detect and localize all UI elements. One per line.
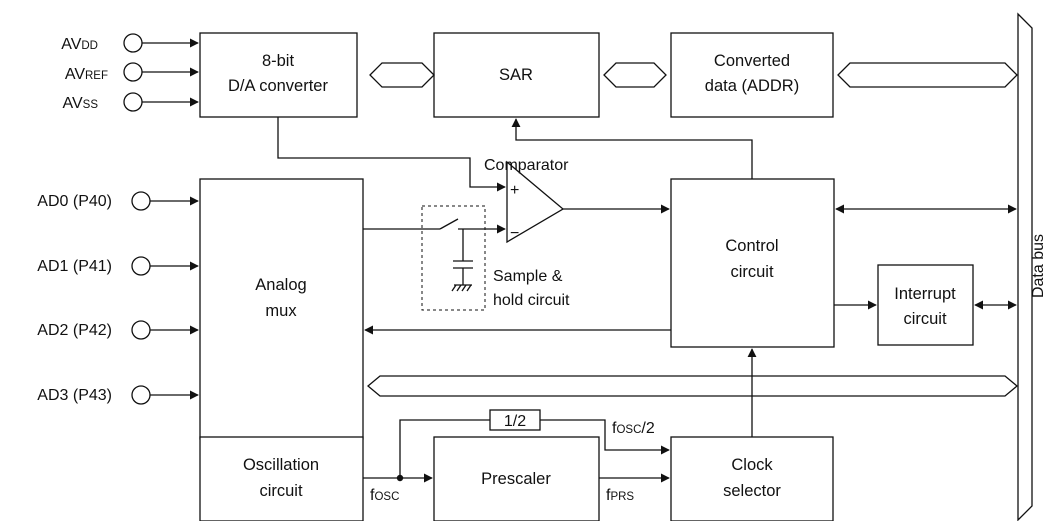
dac-to-comparator-wire (277, 117, 506, 192)
selector-label-line2: selector (723, 482, 781, 500)
addr-label-line2: data (ADDR) (705, 77, 799, 95)
pin-avref-terminal (123, 62, 143, 82)
divider-block: 1/2 (489, 409, 541, 431)
dac-label-line1: 8-bit (262, 52, 295, 70)
pin-ad3-terminal (131, 385, 151, 405)
sample-switch (439, 218, 459, 230)
control-circuit-block: Control circuit (670, 178, 835, 348)
sar-block: SAR (433, 32, 600, 118)
control-label-line1: Control (725, 237, 778, 255)
pin-ad3: AD3 (P43) (37, 385, 199, 405)
pin-ad2: AD2 (P42) (37, 320, 199, 340)
pin-avref-label: AVREF (65, 66, 108, 83)
addr-label-line1: Converted (714, 52, 790, 70)
pin-avref: AVREF (65, 62, 199, 83)
pin-ad0-label: AD0 (P40) (37, 193, 112, 210)
clock-selector-block: Clock selector (670, 436, 834, 521)
pin-avdd-terminal (123, 33, 143, 53)
fosc-label: fOSC (370, 487, 399, 504)
pin-ad1-label: AD1 (P41) (37, 258, 112, 275)
pin-avss-label: AVSS (63, 95, 99, 112)
interrupt-label-line1: Interrupt (894, 285, 956, 303)
comparator-plus: + (510, 182, 519, 199)
data-bus (1017, 12, 1033, 521)
mux-label-line2: mux (265, 302, 297, 320)
pin-ad0-terminal (131, 191, 151, 211)
lower-internal-bus (366, 375, 1019, 397)
sar-label: SAR (499, 66, 533, 84)
data-bus-label: Data bus (1030, 234, 1044, 298)
divider-label: 1/2 (504, 413, 526, 430)
interrupt-circuit-block: Interrupt circuit (877, 264, 974, 346)
pin-ad3-label: AD3 (P43) (37, 387, 112, 404)
oscillation-label-line2: circuit (259, 482, 303, 500)
selector-label-line1: Clock (731, 456, 773, 474)
divider-to-selector-wire (540, 419, 670, 455)
pin-ad1: AD1 (P41) (37, 256, 199, 276)
pin-avss: AVSS (63, 92, 199, 112)
addr-databus-bus (837, 62, 1018, 88)
prescaler-block: Prescaler (433, 436, 600, 521)
comparator: Comparator + − (484, 157, 569, 244)
sample-hold-label-line1: Sample & (493, 268, 563, 285)
oscillation-label-line1: Oscillation (243, 456, 319, 474)
mux-label-line1: Analog (255, 276, 306, 294)
pin-avdd-label: AVDD (61, 36, 98, 53)
comparator-label: Comparator (484, 157, 569, 174)
dac-block: 8-bit D/A converter (199, 32, 358, 118)
pin-ad0: AD0 (P40) (37, 191, 199, 211)
control-to-sar-wire (511, 118, 753, 179)
sample-hold-boundary (421, 205, 486, 311)
addr-block: Converted data (ADDR) (670, 32, 834, 118)
prescaler-label: Prescaler (481, 470, 551, 488)
dac-label-line2: D/A converter (228, 77, 328, 95)
pin-ad1-terminal (131, 256, 151, 276)
fosc-half-label: fOSC/2 (612, 420, 655, 437)
ground-icon (451, 284, 472, 292)
control-label-line2: circuit (730, 263, 774, 281)
interrupt-label-line2: circuit (903, 310, 947, 328)
pin-avss-terminal (123, 92, 143, 112)
pin-ad2-terminal (131, 320, 151, 340)
sample-hold-label-line2: hold circuit (493, 292, 570, 309)
pin-avdd: AVDD (61, 33, 199, 53)
pin-ad2-label: AD2 (P42) (37, 322, 112, 339)
osc-to-divider-wire (399, 419, 490, 478)
oscillation-circuit-block: Oscillation circuit (199, 436, 364, 521)
comparator-minus: − (510, 225, 519, 242)
dac-sar-bus (369, 62, 435, 88)
fprs-label: fPRS (606, 487, 634, 504)
analog-mux-block: Analog mux (199, 178, 364, 440)
sar-addr-bus (603, 62, 667, 88)
